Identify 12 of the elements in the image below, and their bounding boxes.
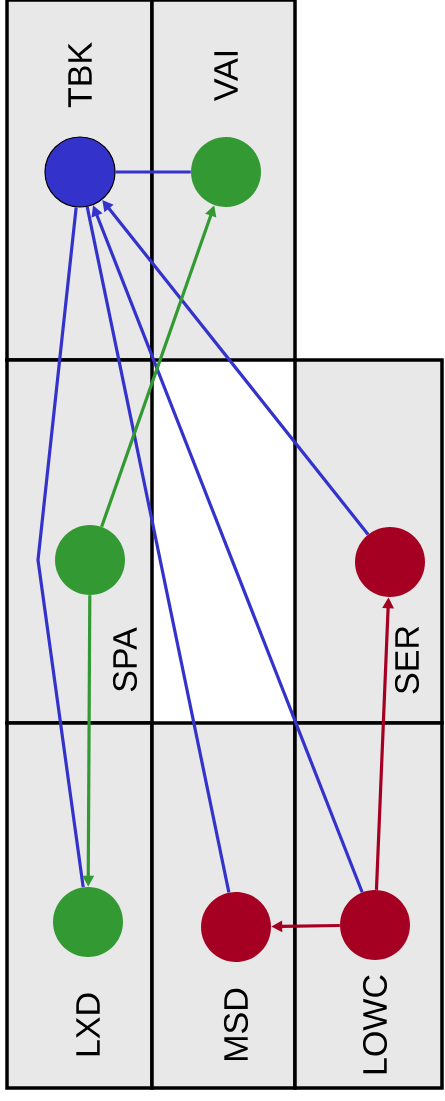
circle-marker (191, 137, 261, 207)
circle-marker (340, 890, 410, 960)
circle-marker (53, 887, 123, 957)
cell-box: VAI (150, 0, 297, 362)
cell-box: SER (293, 358, 444, 725)
arrow (102, 200, 370, 536)
circle-marker (44, 136, 116, 208)
circle-marker (55, 525, 125, 595)
circle-marker (201, 892, 271, 962)
cell-box: MSD (150, 721, 297, 1090)
circle-marker (355, 527, 425, 597)
cell-box: LOWC (293, 721, 444, 1090)
